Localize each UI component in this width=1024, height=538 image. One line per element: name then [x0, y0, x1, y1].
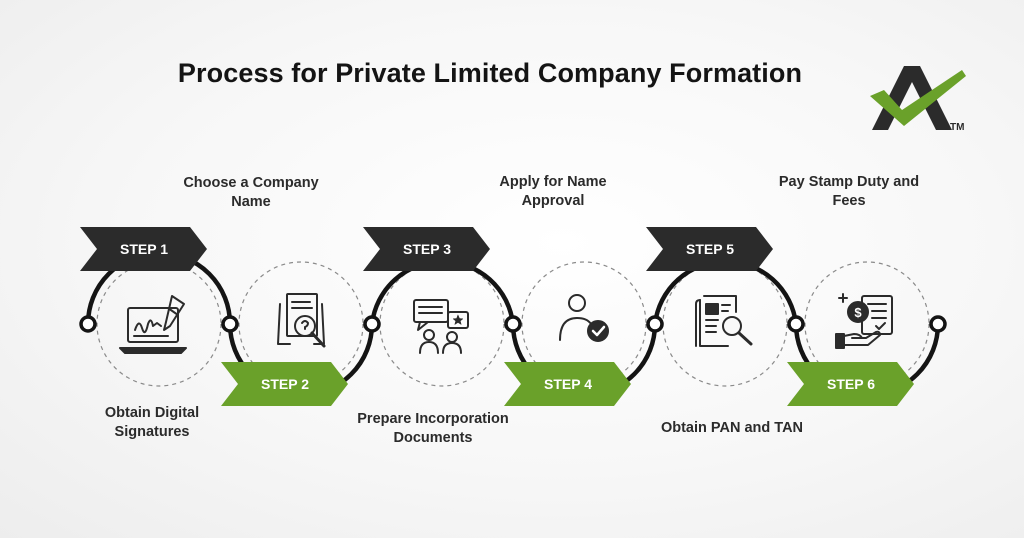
step-5-banner: STEP 5: [646, 227, 773, 271]
step-3-badge-text: STEP 3: [403, 241, 451, 257]
flow-nodes: [79, 315, 947, 333]
payment-hand-invoice-icon: $: [835, 293, 893, 349]
step-5-badge-text: STEP 5: [686, 241, 734, 257]
step-3-banner: STEP 3: [363, 227, 490, 271]
step-1-banner: STEP 1: [80, 227, 207, 271]
page-title: Process for Private Limited Company Form…: [177, 58, 803, 88]
step-2-banner: STEP 2: [221, 362, 348, 406]
flow-node: [79, 315, 97, 333]
user-approved-icon: [559, 294, 609, 342]
discussion-people-icon: [413, 299, 469, 354]
logo-check-mark: [870, 70, 966, 126]
flow-node: [504, 315, 522, 333]
flow-node: [787, 315, 805, 333]
flow-node: [221, 315, 239, 333]
step-2-badge-text: STEP 2: [261, 376, 309, 392]
digital-signature-laptop-icon: [119, 295, 187, 354]
flow-node: [929, 315, 947, 333]
step-6-banner: STEP 6: [787, 362, 914, 406]
brand-logo: TM: [870, 66, 966, 133]
step-2-label: Choose a Company Name: [183, 175, 319, 210]
step-4-banner: STEP 4: [504, 362, 631, 406]
step-6-label: Pay Stamp Duty and Fees: [778, 174, 920, 209]
step-4-label: Apply for Name Approval: [499, 174, 607, 209]
step-5-label: Obtain PAN and TAN: [660, 420, 804, 436]
step-1-badge-text: STEP 1: [120, 241, 168, 257]
document-search-icon: [277, 293, 326, 348]
step-1-label: Obtain Digital Signatures: [104, 405, 200, 440]
step-3-label: Prepare Incorporation Documents: [357, 411, 509, 446]
step-3-dashed-circle: [379, 261, 505, 387]
step-6-badge-text: STEP 6: [827, 376, 875, 392]
step-4-badge-text: STEP 4: [544, 376, 592, 392]
flow-node: [363, 315, 381, 333]
svg-text:$: $: [854, 305, 862, 320]
flow-node: [646, 315, 664, 333]
newspaper-search-icon: [695, 295, 753, 347]
logo-trademark: TM: [950, 122, 964, 133]
